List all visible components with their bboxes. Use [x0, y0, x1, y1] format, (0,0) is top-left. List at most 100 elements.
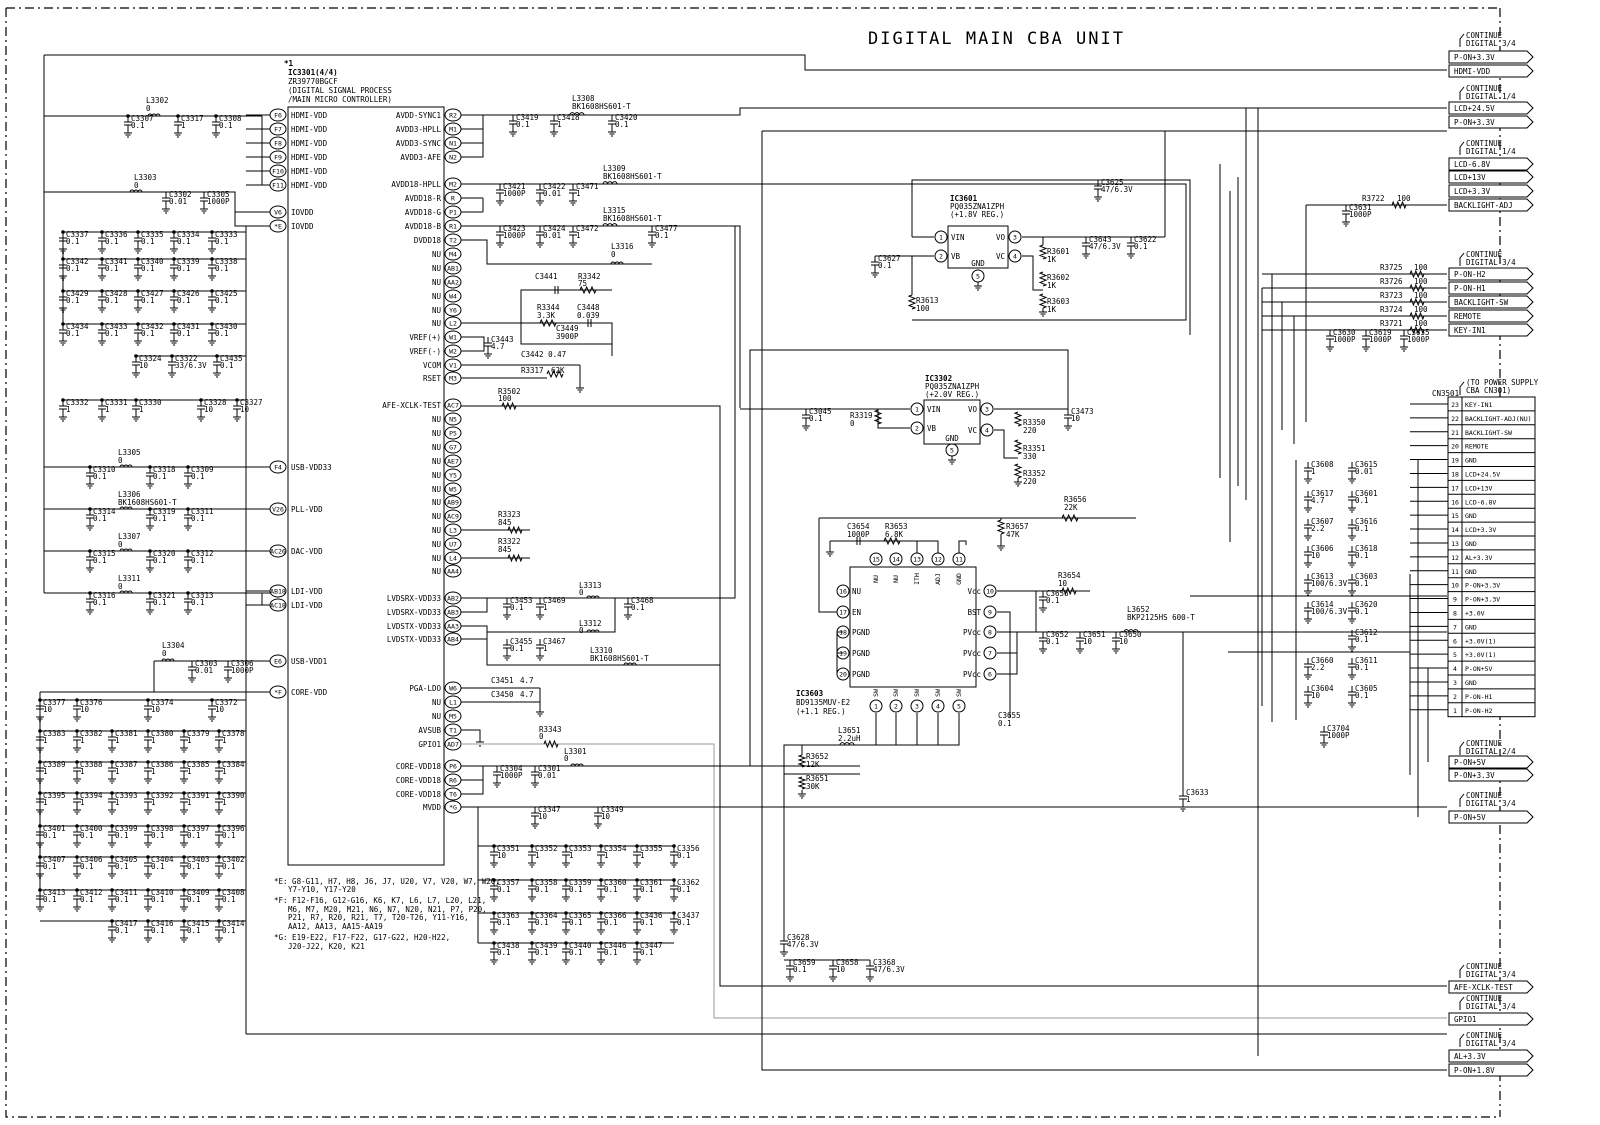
signal-flag: [1448, 295, 1534, 309]
component-ref: L3313: [579, 581, 602, 590]
ground-symbol: [562, 926, 570, 935]
capacitor: [86, 467, 94, 480]
pin-number-label: 3: [915, 703, 919, 711]
resistor: [996, 519, 1006, 535]
ground-symbol: [484, 350, 492, 359]
ic3302-body: [923, 399, 981, 445]
cap-ref: C3317: [181, 114, 204, 123]
signal-label: AL+3.3V: [1454, 1052, 1486, 1061]
capacitor: [802, 409, 810, 422]
capacitor: [633, 913, 641, 926]
cn3501-pin-name: GND: [1465, 540, 1477, 548]
pin-name: VO: [968, 405, 978, 414]
pin-ball-label: *F: [274, 689, 282, 697]
capacitor: [73, 700, 81, 713]
inductor: [119, 506, 133, 510]
ground-symbol: [108, 870, 116, 879]
avsub-wire: [461, 729, 481, 738]
resistor: [1391, 200, 1407, 210]
cap-value: 0.1: [191, 556, 205, 565]
cap-value: 0.1: [191, 514, 205, 523]
ground-symbol: [170, 337, 178, 346]
pin-ball-label: AD7: [447, 741, 459, 749]
pin-ball-label: V6: [274, 209, 282, 217]
ic3603-ref: IC3603: [796, 689, 824, 698]
cap-ref: C3704: [1327, 724, 1350, 733]
cap-value: 0.1: [131, 121, 145, 130]
component-value: 0: [579, 626, 584, 635]
ground-symbol: [490, 926, 498, 935]
ground-symbol: [213, 369, 221, 378]
cap-ref: C3620: [1355, 600, 1378, 609]
cap-ref: C3307: [131, 114, 154, 123]
capacitor: [208, 291, 216, 304]
cap-value: 0.1: [115, 895, 129, 904]
cap-ref: C3392: [151, 791, 174, 800]
capacitor: [184, 509, 192, 522]
pin-ball-label: *E: [274, 223, 282, 231]
cap-ref: C3403: [187, 855, 210, 864]
ground-symbol: [144, 870, 152, 879]
pin-ball-label: R: [451, 195, 455, 203]
ground-symbol: [826, 548, 834, 557]
ic3603-desc: (+1.1 REG.): [796, 707, 846, 716]
capacitor: [509, 115, 517, 128]
resistor: [1013, 439, 1023, 455]
pin-number: [1008, 230, 1022, 244]
pin-number-label: 9: [988, 609, 992, 617]
cap-value: 0.1: [510, 644, 524, 653]
ground-symbol: [162, 205, 170, 214]
cap-ref: C3385: [187, 760, 210, 769]
capacitor: [36, 857, 44, 870]
capacitor: [98, 291, 106, 304]
capacitor: [215, 731, 223, 744]
cap-ref: C3333: [215, 230, 238, 239]
signal-flag: [1448, 980, 1534, 994]
ground-symbol: [108, 934, 116, 943]
ground-symbol: [73, 775, 81, 784]
capacitor: [1400, 330, 1408, 343]
cap-value: 0.1: [809, 414, 823, 423]
capacitor: [608, 115, 616, 128]
cap-ref: C3334: [177, 230, 200, 239]
cap-value: 0.1: [497, 885, 511, 894]
capacitor: [569, 184, 577, 197]
left-decoupling: L33020C33070.1C33171C33080.1L33030C33020…: [36, 54, 1447, 1035]
capacitor: [562, 913, 570, 926]
cap-ref: C3436: [640, 911, 663, 920]
resistor: [1061, 513, 1079, 523]
component-ref: R3601: [1047, 247, 1070, 256]
cap-ref: C3310: [93, 465, 116, 474]
left-pin-name: HDMI-VDD: [291, 167, 328, 176]
capacitor: [200, 192, 208, 205]
pin-ball-label: P5: [449, 430, 457, 438]
cap-ref: C3398: [151, 824, 174, 833]
cap-ref: C3387: [115, 760, 138, 769]
right-pin-name: NU: [432, 554, 441, 563]
cap-value: 10: [1083, 637, 1093, 646]
pin-ball-label: V1: [449, 362, 457, 370]
right-pin-ball: [444, 495, 462, 509]
capacitor: [1064, 409, 1072, 422]
cap-value: 10: [240, 405, 250, 414]
cap-ref: C3430: [215, 322, 238, 331]
capacitor: [73, 762, 81, 775]
component-ref: R3502: [498, 387, 521, 396]
ground-symbol: [531, 779, 539, 788]
right-pin-name: RSET: [423, 374, 442, 383]
signal-label: P-ON+1.8V: [1454, 1066, 1495, 1075]
ground-symbol: [146, 480, 154, 489]
pin-number: [983, 625, 997, 639]
cap-ref: C3416: [151, 919, 174, 928]
continue-label: CONTINUE: [1466, 791, 1503, 800]
capacitor: [134, 232, 142, 245]
component-ref: L3312: [579, 619, 602, 628]
component-ref: R3322: [498, 537, 521, 546]
ground-symbol: [98, 304, 106, 313]
cap-value: 1: [543, 603, 548, 612]
capacitor: [73, 890, 81, 903]
continue-label: CONTINUE: [1466, 84, 1503, 93]
capacitor: [670, 880, 678, 893]
ground-symbol: [633, 859, 641, 868]
